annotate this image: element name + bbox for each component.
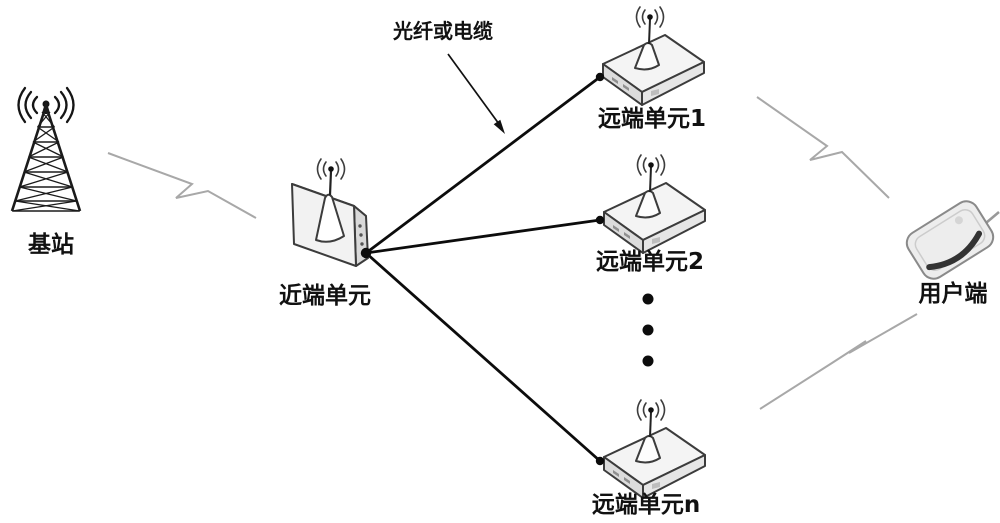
base-station-radio-waves-icon (17, 86, 75, 124)
fiber-cable-annotation-label: 光纤或电缆 (392, 19, 493, 43)
fiber-cable-lines (365, 75, 601, 463)
cable-to-remote-2 (365, 218, 601, 255)
annotation-arrow (447, 53, 505, 134)
wireless-link-bolt-bottom-right (759, 313, 918, 410)
remote-n-connector-node (595, 456, 605, 466)
remote-unit-n-device (604, 400, 705, 498)
remote-1-connector-node (595, 72, 605, 82)
remote-unit-1-label: 远端单元1 (598, 106, 706, 132)
near-end-unit-label: 近端单元 (279, 283, 371, 309)
remote-unit-1-device (603, 7, 704, 105)
user-terminal-device (905, 200, 1000, 280)
remote-unit-n-label: 远端单元n (592, 492, 700, 518)
cable-to-remote-1 (365, 75, 601, 255)
antenna-cone-icon (315, 193, 345, 243)
wireless-link-bolt-top-right (756, 96, 890, 199)
base-station-tower-icon (10, 86, 82, 212)
wireless-link-bolt-left (107, 152, 257, 219)
ellipsis-dots (642, 293, 654, 367)
remote-unit-2-device (604, 155, 705, 253)
base-station-label: 基站 (28, 232, 74, 258)
cable-to-remote-n (365, 251, 601, 463)
cable-junction-node (360, 247, 372, 259)
remote-unit-2-label: 远端单元2 (596, 249, 704, 275)
user-terminal-label: 用户端 (919, 280, 988, 307)
near-end-unit-device (291, 158, 369, 267)
remote-2-connector-node (595, 215, 605, 225)
